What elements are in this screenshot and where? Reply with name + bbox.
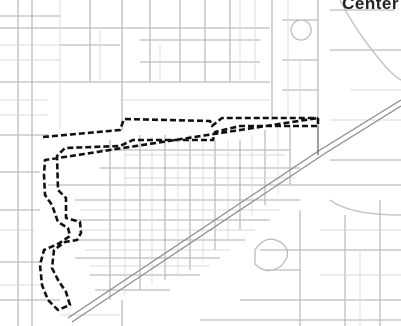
study-area-boundary [38,116,320,312]
corner-label: Center [342,0,399,13]
